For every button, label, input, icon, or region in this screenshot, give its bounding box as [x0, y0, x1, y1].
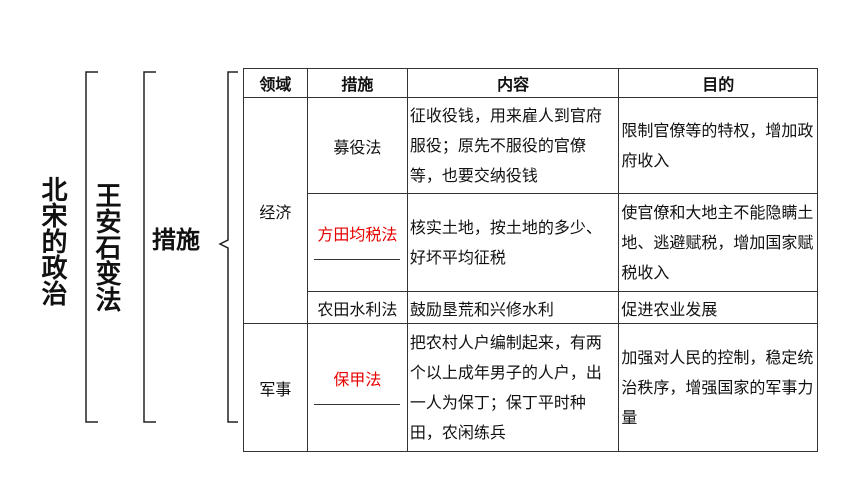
table-row: 方田均税法 核实土地，按土地的多少、好坏平均征税 使官僚和大地主不能隐瞒土地、逃…: [244, 193, 818, 292]
table-row: 经济 募役法 征收役钱，用来雇人到官府服役；原先不服役的官僚等，也要交纳役钱 限…: [243, 97, 818, 324]
measure-cell: 农田水利法: [306, 291, 408, 324]
domain-military: 军事: [243, 323, 308, 452]
content-cell: 鼓励垦荒和兴修水利: [406, 291, 620, 324]
measure-cell-fill-in: 保甲法: [306, 323, 408, 452]
domain-economy: 经济: [243, 97, 308, 324]
reform-table: 领域 措施 内容 目的 经济 募役法 征收役钱，用来雇人到官府服役；原先不服役的…: [243, 68, 818, 452]
measure-cell: 保甲法: [333, 370, 382, 389]
table-row: 军事 保甲法 把农村人户编制起来，有两个以上成年男子的人户，出一人为保丁；保丁平…: [243, 323, 818, 452]
blank-underline: [314, 258, 401, 260]
title-northern-song-politics: 北宋的政治: [37, 176, 67, 306]
content-cell: 核实土地，按土地的多少、好坏平均征税: [406, 193, 620, 292]
header-row: 领域 措施 内容 目的: [243, 68, 818, 98]
measure-cell: 方田均税法: [317, 225, 398, 244]
purpose-cell: 促进农业发展: [618, 291, 818, 324]
brace-3: [218, 71, 238, 423]
content-cell: 征收役钱，用来雇人到官府服役；原先不服役的官僚等，也要交纳役钱: [406, 97, 620, 194]
header-purpose: 目的: [618, 68, 818, 98]
measure-cell-fill-in: 方田均税法: [306, 193, 408, 292]
title-measures: 措施: [152, 226, 200, 254]
header-domain: 领域: [243, 68, 308, 98]
content-cell: 把农村人户编制起来，有两个以上成年男子的人户，出一人为保丁；保丁平时种田，农闲练…: [406, 323, 620, 452]
header-content: 内容: [406, 68, 620, 98]
title-wang-anshi-reform: 王安石变法: [91, 182, 121, 312]
table-row: 农田水利法 鼓励垦荒和兴修水利 促进农业发展: [244, 291, 818, 324]
purpose-cell: 使官僚和大地主不能隐瞒土地、逃避赋税，增加国家赋税收入: [618, 193, 818, 292]
purpose-cell: 加强对人民的控制，稳定统治秩序，增强国家的军事力量: [618, 323, 818, 452]
header-measure: 措施: [306, 68, 408, 98]
purpose-cell: 限制官僚等的特权，增加政府收入: [618, 97, 818, 194]
brace-1: [85, 71, 98, 423]
blank-underline: [314, 403, 401, 405]
brace-2: [143, 71, 156, 423]
measure-cell: 募役法: [306, 97, 408, 194]
